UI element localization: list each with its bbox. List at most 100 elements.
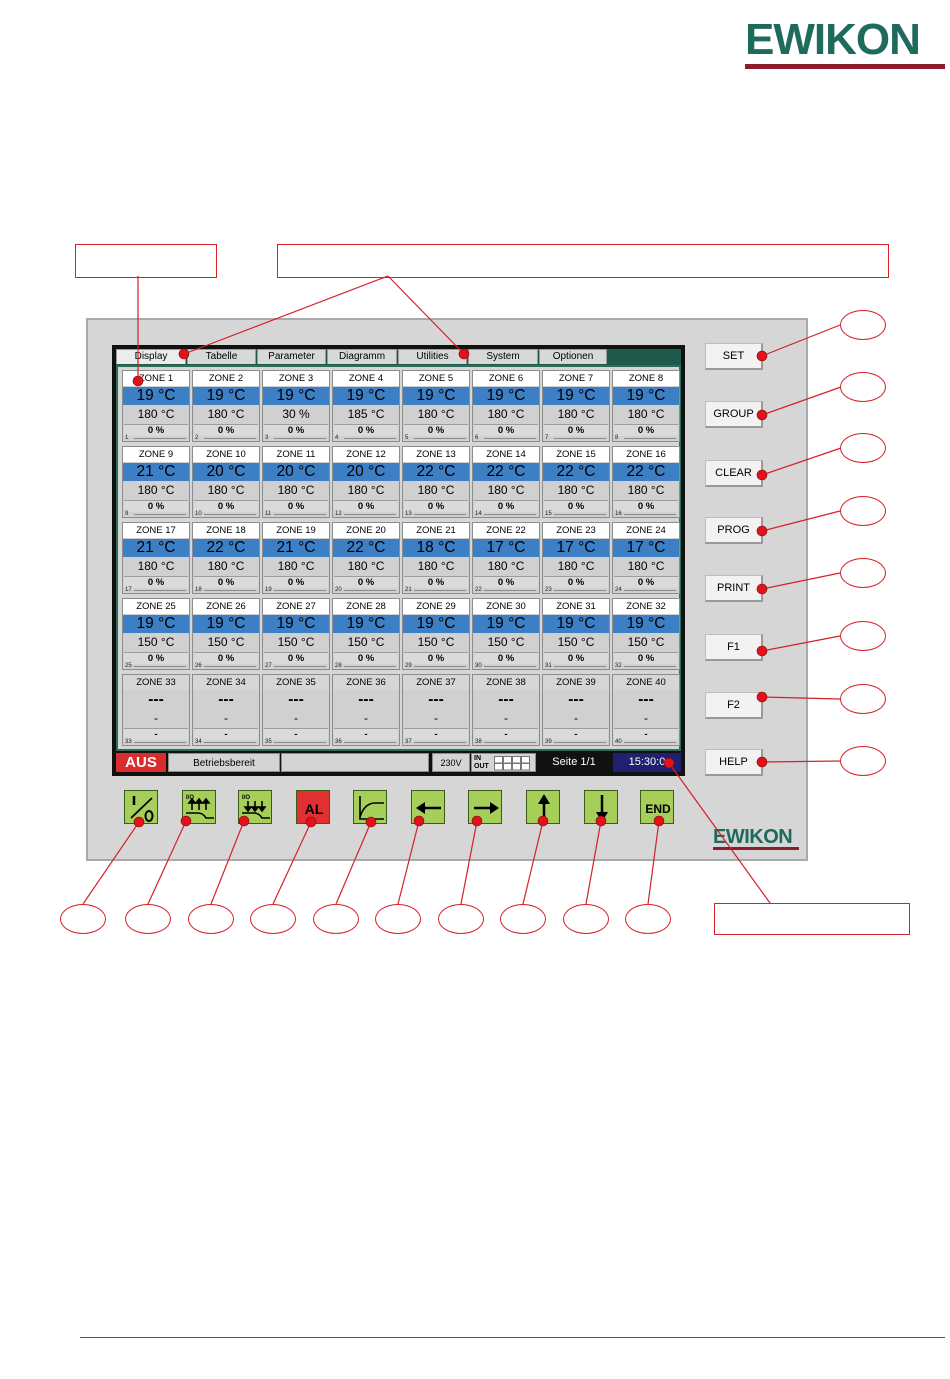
zone-setpoint: 150 °C	[557, 635, 595, 649]
f1-button[interactable]: F1	[705, 634, 763, 661]
zone-power: -	[404, 728, 468, 740]
zone-number: 23	[545, 587, 552, 593]
zone-setpoint: 180 °C	[627, 483, 665, 497]
alarm-key[interactable]: AL	[296, 790, 330, 824]
zone-actual-temp: 19 °C	[543, 387, 609, 405]
tab-display[interactable]: Display	[116, 349, 186, 364]
alarm-key-label: AL	[305, 801, 324, 817]
help-button[interactable]: HELP	[705, 749, 763, 776]
zone-setpoint: 180 °C	[137, 483, 175, 497]
zone-name: ZONE 19	[263, 523, 329, 538]
tab-parameter[interactable]: Parameter	[257, 349, 326, 364]
tab-system[interactable]: System	[468, 349, 538, 364]
zone-actual-temp: 19 °C	[123, 387, 189, 405]
zone-number: 36	[335, 739, 342, 745]
clear-button[interactable]: CLEAR	[705, 460, 763, 487]
zone-tile[interactable]: ZONE 36-----36	[332, 674, 400, 746]
prog-button[interactable]: PROG	[705, 517, 763, 544]
curve-key[interactable]	[353, 790, 387, 824]
end-key[interactable]: END	[640, 790, 674, 824]
zone-tile[interactable]: ZONE 40-----40	[612, 674, 680, 746]
callout-circle-key-6	[375, 904, 421, 934]
f2-button[interactable]: F2	[705, 692, 763, 719]
arrow-down-icon	[596, 795, 608, 822]
print-button[interactable]: PRINT	[705, 575, 763, 602]
zone-number-bar	[414, 514, 466, 517]
power-on-off-key[interactable]	[124, 790, 158, 824]
zone-tile[interactable]: ZONE 34-----34	[192, 674, 260, 746]
zone-tile[interactable]: ZONE 38-----38	[472, 674, 540, 746]
zone-number: 29	[405, 663, 412, 669]
zone-actual-temp: ---	[193, 691, 259, 709]
zone-number-bar	[624, 666, 676, 669]
arrow-right-key[interactable]	[468, 790, 502, 824]
zone-setpoint: 150 °C	[137, 635, 175, 649]
zone-name: ZONE 21	[403, 523, 469, 538]
callout-circle-f2	[840, 684, 886, 714]
zone-number: 8	[615, 435, 619, 441]
boost-up-key[interactable]: I/O	[182, 790, 216, 824]
zone-actual-temp: ---	[123, 691, 189, 709]
mode-indicator[interactable]: AUS	[116, 753, 166, 772]
lower-down-key[interactable]: I/O	[238, 790, 272, 824]
tab-tabelle[interactable]: Tabelle	[187, 349, 256, 364]
device-logo: EWIKON	[713, 827, 801, 851]
group-button[interactable]: GROUP	[705, 401, 763, 428]
zone-tile[interactable]: ZONE 33-----33	[122, 674, 190, 746]
zone-tile[interactable]: ZONE 35-----35	[262, 674, 330, 746]
zone-power: 0 %	[544, 576, 608, 588]
zone-number-bar	[274, 438, 326, 441]
arrow-down-key[interactable]	[584, 790, 618, 824]
zone-power: 0 %	[124, 652, 188, 664]
tab-diagramm[interactable]: Diagramm	[327, 349, 397, 364]
zone-tile[interactable]: ZONE 39-----39	[542, 674, 610, 746]
arrow-up-key[interactable]	[526, 790, 560, 824]
arrow-left-key[interactable]	[411, 790, 445, 824]
power-on-off-icon	[130, 796, 154, 822]
zone-power: -	[194, 728, 258, 740]
boost-up-icon: I/O	[186, 795, 214, 819]
zone-number: 15	[545, 511, 552, 517]
zone-number-bar	[134, 590, 186, 593]
zone-actual-temp: 19 °C	[123, 615, 189, 633]
zone-number-bar	[414, 742, 466, 745]
zone-name: ZONE 9	[123, 447, 189, 462]
tab-utilities[interactable]: Utilities	[398, 349, 467, 364]
tab-optionen[interactable]: Optionen	[539, 349, 607, 364]
zone-tile[interactable]: ZONE 37-----37	[402, 674, 470, 746]
zone-actual-temp: 21 °C	[123, 463, 189, 481]
set-button[interactable]: SET	[705, 343, 763, 370]
